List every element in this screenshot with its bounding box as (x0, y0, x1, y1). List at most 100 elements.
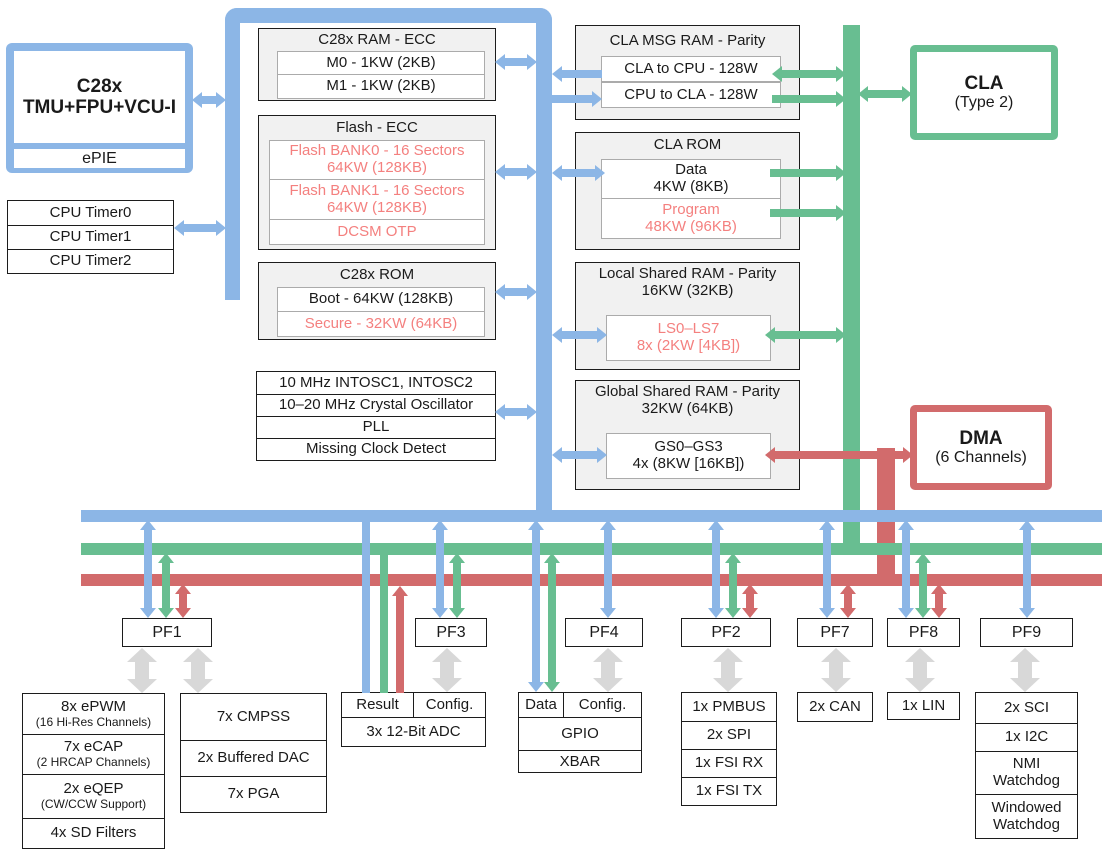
arrow-pf1-epwm (127, 648, 157, 693)
pf3-frame: PF3 (415, 618, 487, 647)
arrow-ls-ram-green (765, 327, 846, 343)
dma-subtitle: (6 Channels) (935, 449, 1027, 467)
pf1-frame: PF1 (122, 618, 212, 647)
arrow-gs-ram-to-bus (552, 447, 607, 463)
arrow-pf8-lin (905, 648, 935, 692)
arrow-green-gpio-data (544, 553, 560, 692)
line-blue-adc-result (358, 522, 374, 693)
cla-vertical-bus (843, 25, 860, 555)
arrow-green-pf8 (915, 553, 931, 618)
analog-block: 7x CMPSS 2x Buffered DAC 7x PGA (180, 693, 327, 813)
arrow-timers-to-bus (174, 220, 226, 236)
dma-block: DMA (6 Channels) (910, 405, 1052, 490)
dac-row: 2x Buffered DAC (181, 740, 326, 776)
arrow-green-pf2 (725, 553, 741, 618)
cpu-bus-frame (225, 8, 552, 300)
spi-row: 2x SPI (682, 721, 776, 749)
pll-row: PLL (257, 416, 495, 438)
arrow-blue-gpio-data (528, 520, 544, 692)
flash-title: Flash - ECC (336, 118, 418, 136)
sci-row: 2x SCI (1003, 698, 1049, 716)
arrow-ls-ram-to-bus (552, 327, 607, 343)
cpu-title-line1: C28x (76, 75, 123, 97)
line-red-adc-result (392, 586, 408, 693)
dma-title: DMA (959, 427, 1003, 449)
clock-block: 10 MHz INTOSC1, INTOSC2 10–20 MHz Crysta… (256, 371, 496, 461)
cpu-timer0: CPU Timer0 (49, 203, 132, 221)
arrow-green-pf3 (449, 553, 465, 618)
arrow-cla-rom-data-green (770, 165, 846, 181)
dcsm-otp: DCSM OTP (269, 220, 485, 245)
adc-result-cell: Result (342, 693, 414, 717)
c28x-ram-block: C28x RAM - ECC M0 - 1KW (2KB) M1 - 1KW (… (258, 28, 496, 101)
arrow-cpu-to-cla-green (772, 91, 846, 107)
arrow-pf4-gpio (593, 648, 623, 692)
arrow-clabus-to-cla (858, 86, 912, 102)
arrow-cla-rom-to-bus (552, 165, 605, 181)
cla-msg-ram-block: CLA MSG RAM - Parity CLA to CPU - 128W C… (575, 25, 800, 120)
arrow-cla-to-cpu-green (772, 66, 846, 82)
arrow-cpu-to-bus (192, 92, 226, 108)
ram-m1: M1 - 1KW (2KB) (277, 75, 485, 99)
control-peripherals-block: 8x ePWM(16 Hi-Res Channels) 7x eCAP(2 HR… (22, 693, 165, 849)
gpio-block: Data Config. GPIO XBAR (518, 692, 642, 773)
arrow-gs-ram-to-dma (765, 447, 913, 463)
eqep-row: 2x eQEP(CW/CCW Support) (23, 774, 164, 818)
cla-title: CLA (964, 72, 1004, 94)
arrow-blue-pf8 (898, 520, 914, 618)
arrow-blue-pf1 (140, 520, 156, 618)
arrow-cla-rom-program-green (770, 205, 846, 221)
cla-to-cpu-ram: CLA to CPU - 128W (601, 56, 781, 82)
cmpss-row: 7x CMPSS (216, 707, 291, 725)
xbar-row: XBAR (519, 750, 641, 774)
pf8-frame: PF8 (887, 618, 960, 647)
ecap-row: 7x eCAP(2 HRCAP Channels) (23, 734, 164, 774)
rom-secure: Secure - 32KW (64KB) (277, 312, 485, 337)
gpio-row: GPIO (519, 717, 641, 750)
arrow-blue-pf3 (432, 520, 448, 618)
intosc-row: 10 MHz INTOSC1, INTOSC2 (279, 373, 473, 391)
arrow-flash-to-bus (495, 164, 537, 180)
arrow-cla-to-cpu-read (552, 66, 602, 82)
arrow-cpu-to-cla-write (552, 91, 602, 107)
line-green-adc-result (376, 555, 392, 693)
arrow-pf9-sci (1010, 648, 1040, 692)
gpio-data-cell: Data (519, 693, 564, 717)
horizontal-bus-red (81, 574, 1102, 586)
arrow-rom-to-bus (495, 284, 537, 300)
epie-label: ePIE (82, 149, 117, 167)
horizontal-bus-blue (81, 510, 1102, 522)
rom-boot: Boot - 64KW (128KB) (277, 287, 485, 312)
pmbus-row: 1x PMBUS (692, 697, 766, 715)
adc-config-cell: Config. (425, 695, 474, 713)
c28x-rom-title: C28x ROM (339, 265, 415, 283)
arrow-pf2-comms (713, 648, 743, 692)
arrow-blue-pf9 (1019, 520, 1035, 618)
arrow-blue-pf4 (600, 520, 616, 618)
c28x-cpu-block: C28x TMU+FPU+VCU-I ePIE (6, 43, 193, 173)
arrow-blue-pf7 (819, 520, 835, 618)
adc-block: Result Config. 3x 12-Bit ADC (341, 692, 486, 747)
pf2-frame: PF2 (681, 618, 771, 647)
arrow-red-pf1 (175, 584, 191, 618)
cpu-to-cla-ram: CPU to CLA - 128W (601, 82, 781, 108)
arrow-ram-to-bus (495, 54, 537, 70)
cpu-timers-block: CPU Timer0 CPU Timer1 CPU Timer2 (7, 200, 174, 274)
cpu-bus-right-leg (536, 290, 552, 512)
c28x-ram-title: C28x RAM - ECC (318, 30, 436, 48)
sd-filters-row: 4x SD Filters (23, 818, 164, 848)
adc-label: 3x 12-Bit ADC (342, 717, 485, 746)
pf9-frame: PF9 (980, 618, 1073, 647)
cpu-title-line2: TMU+FPU+VCU-I (22, 97, 177, 118)
arrow-pf7-can (821, 648, 851, 692)
fsi-rx-row: 1x FSI RX (682, 749, 776, 777)
